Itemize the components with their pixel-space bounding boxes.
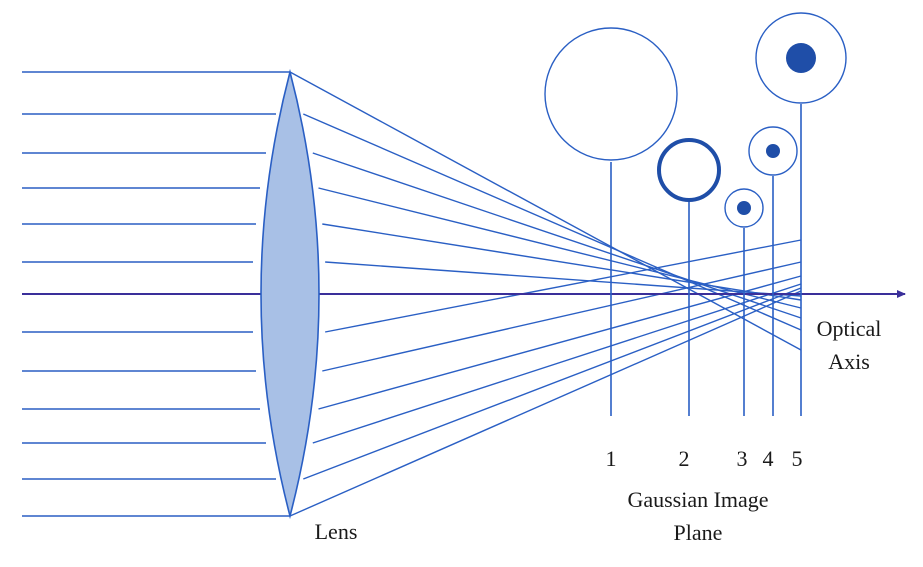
plane-title-line1: Gaussian Image — [627, 487, 768, 512]
image-planes — [610, 104, 802, 416]
refracted-ray-1 — [289, 71, 802, 351]
refracted-ray-7 — [325, 239, 802, 333]
spot-3-dot — [737, 201, 751, 215]
spot-5-dot — [786, 43, 816, 73]
refracted-ray-8 — [322, 261, 802, 372]
spot-4-dot — [766, 144, 780, 158]
refracted-ray-6 — [325, 261, 802, 297]
refracted-ray-2 — [303, 113, 802, 331]
refracted-ray-12 — [289, 290, 802, 517]
refracted-ray-10 — [312, 283, 802, 444]
spot-1-outline — [544, 27, 678, 161]
optical-axis-label-line1: Optical — [817, 316, 882, 341]
plane-title-line2: Plane — [674, 520, 723, 545]
optical-axis-label-line2: Axis — [828, 349, 870, 374]
plane-label-1: 1 — [606, 446, 617, 471]
spot-diagrams — [544, 12, 847, 228]
plane-number-labels: 1 2 3 4 5 — [606, 446, 803, 471]
incoming-rays — [22, 71, 290, 517]
plane-label-3: 3 — [737, 446, 748, 471]
refracted-ray-9 — [318, 275, 802, 410]
spot-2-ring — [657, 138, 721, 202]
lens-shape — [260, 68, 320, 520]
plane-label-2: 2 — [679, 446, 690, 471]
refracted-ray-11 — [303, 287, 802, 480]
lens-label: Lens — [315, 519, 358, 544]
plane-label-5: 5 — [792, 446, 803, 471]
refracted-ray-5 — [322, 223, 802, 301]
plane-label-4: 4 — [763, 446, 774, 471]
refracted-ray-4 — [318, 187, 802, 309]
